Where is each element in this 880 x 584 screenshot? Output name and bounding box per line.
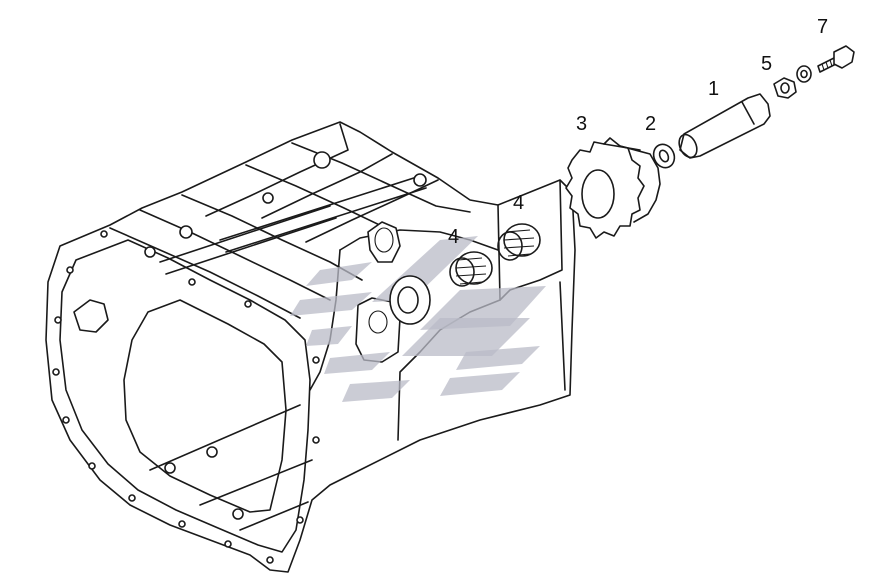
callout-4-right: 4 xyxy=(513,192,524,214)
callout-3: 3 xyxy=(576,113,587,135)
shaft-part xyxy=(678,93,771,159)
washer-part xyxy=(652,143,676,169)
callout-5: 5 xyxy=(761,53,772,75)
small-washer-part xyxy=(796,65,812,83)
callout-7: 7 xyxy=(817,16,828,38)
callout-4-left: 4 xyxy=(448,226,459,248)
housing-washer xyxy=(389,275,431,325)
watermark-logo xyxy=(290,236,546,402)
needle-bearing-right xyxy=(497,223,541,261)
callout-labels: 1 2 3 4 4 5 7 xyxy=(448,16,828,248)
nut-part xyxy=(773,77,797,99)
callout-1: 1 xyxy=(708,78,719,100)
needle-bearing-left xyxy=(449,251,493,287)
bolt-part xyxy=(817,45,855,73)
gear-part xyxy=(565,137,661,239)
callout-2: 2 xyxy=(645,113,656,135)
